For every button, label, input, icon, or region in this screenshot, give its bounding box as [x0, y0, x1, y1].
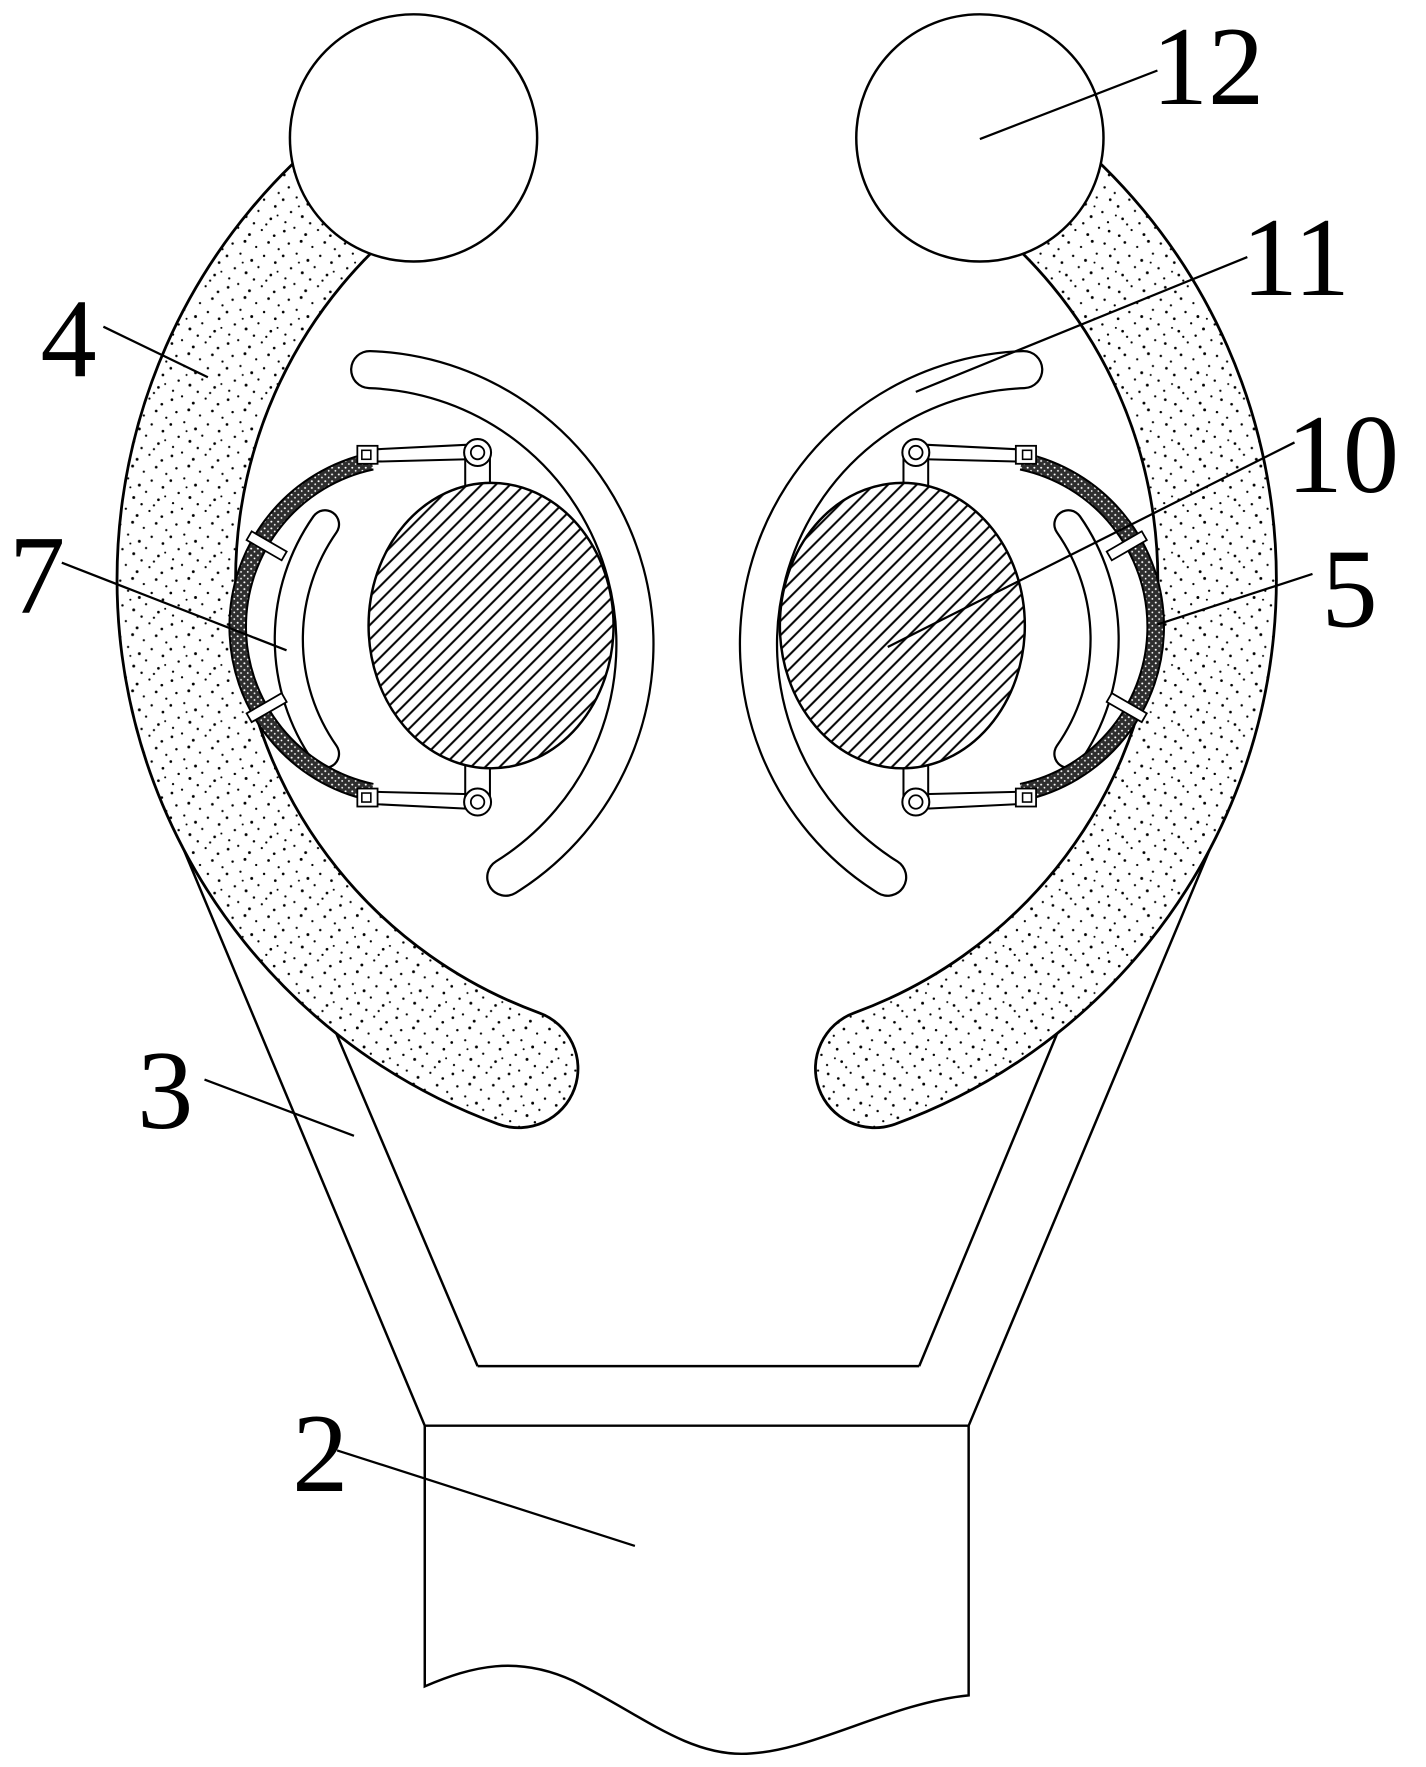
- bracket-left-outer-edge: [228, 452, 371, 802]
- leader-5: [1157, 572, 1313, 626]
- link-left-bottom-line-a: [377, 790, 469, 796]
- callout-10: 10: [1287, 393, 1399, 517]
- pivot-right-top-inner: [908, 444, 924, 461]
- callout-7: 7: [9, 514, 65, 638]
- leader-lines: [61, 69, 1313, 1548]
- link-left-bottom-line-b: [377, 803, 469, 810]
- bracket-left-inner-edge: [244, 468, 374, 785]
- pivot-left-bottom-inner: [469, 794, 486, 810]
- bracket-left: [228, 443, 469, 810]
- arm-4-left-stipple: [118, 95, 577, 1127]
- pivot-left-top-inner: [469, 444, 486, 461]
- bracket-right-tab-upper: [1105, 530, 1149, 562]
- base-block-2: [423, 1424, 970, 1756]
- callout-2: 2: [292, 1392, 348, 1516]
- leader-3: [204, 1078, 355, 1137]
- callout-3: 3: [137, 1029, 193, 1153]
- slot-11-left: [350, 349, 655, 897]
- bracket-5-right: [924, 443, 1165, 810]
- bracket-left-tab-upper: [245, 530, 288, 562]
- clamp-left-bottom-inner: [361, 792, 372, 803]
- frame-outer-left-edge: [173, 826, 426, 1427]
- callout-12: 12: [1152, 5, 1264, 129]
- frame-inner-right-edge: [918, 1029, 1060, 1367]
- slot-11-right: [738, 349, 1044, 897]
- frame-inner-left-edge: [333, 1029, 479, 1367]
- knob-12-left: [288, 13, 539, 263]
- callout-11: 11: [1242, 196, 1350, 320]
- link-left-top-line-a: [377, 443, 469, 451]
- leader-7: [61, 561, 287, 652]
- inner-slot-left-inner: [275, 511, 338, 767]
- assembly-left: [115, 92, 655, 1130]
- assembly-right: [738, 92, 1278, 1130]
- leader-12: [979, 69, 1158, 141]
- slot-11-left-inner: [352, 352, 653, 895]
- inner-slot-right-inner: [1055, 511, 1118, 767]
- link-right-top-line-b: [924, 458, 1016, 463]
- bracket-right-inner-edge: [1019, 468, 1149, 785]
- clamp-right-bottom-inner: [1021, 792, 1033, 803]
- slot-11-right-inner: [741, 352, 1042, 895]
- link-right-bottom-line-b: [924, 803, 1016, 810]
- clamp-right-top-inner: [1021, 449, 1033, 461]
- ball-10-left: [367, 481, 615, 770]
- leader-11: [915, 255, 1248, 393]
- callout-4: 4: [40, 277, 96, 401]
- bracket-left-tab-lower: [245, 691, 288, 724]
- callout-labels: 12 11 10 5 4 7 3 2: [9, 5, 1399, 1516]
- arm-4-right-stipple: [816, 95, 1275, 1127]
- arm-4-right: [814, 92, 1278, 1130]
- frame-outer-right-edge: [967, 826, 1221, 1427]
- link-right-bottom-line-a: [924, 790, 1016, 796]
- bracket-right-band: [1020, 453, 1165, 801]
- bracket-right-outer-edge: [1023, 452, 1165, 802]
- link-right-top-line-a: [924, 443, 1016, 451]
- frame-3: [173, 826, 1221, 1427]
- inner-slot-right: [1053, 509, 1120, 769]
- pivot-right-bottom-inner: [908, 794, 924, 810]
- leader-4: [102, 325, 209, 379]
- leader-10: [887, 441, 1296, 648]
- leader-2: [336, 1449, 636, 1548]
- callout-5: 5: [1321, 528, 1377, 652]
- clamp-left-top-inner: [361, 449, 372, 461]
- link-left-top-line-b: [377, 458, 469, 463]
- arm-4-left: [115, 92, 580, 1130]
- ball-10-right: [778, 481, 1027, 770]
- bracket-left-band: [229, 453, 374, 801]
- inner-slot-left: [273, 509, 341, 769]
- bracket-right-tab-lower: [1105, 691, 1149, 724]
